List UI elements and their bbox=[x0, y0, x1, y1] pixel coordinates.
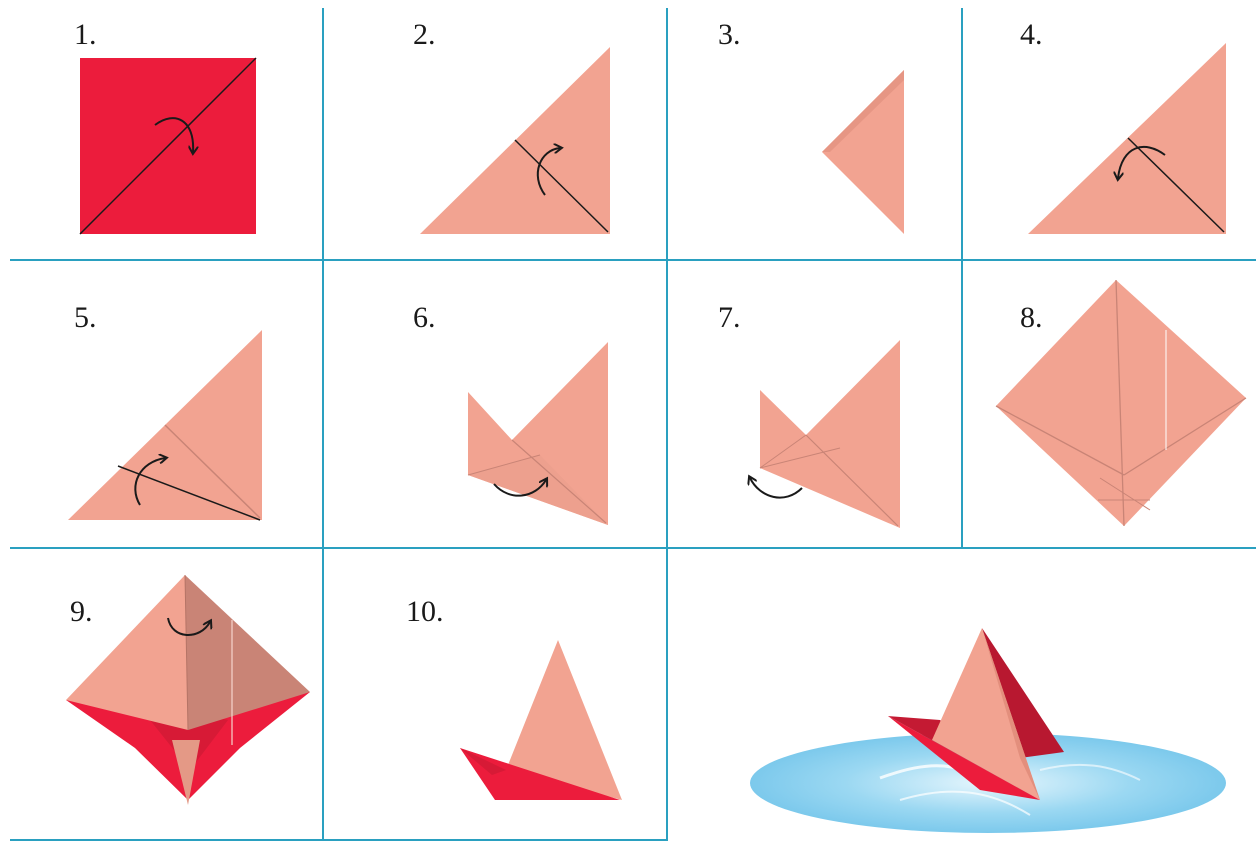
step-3-label: 3. bbox=[718, 18, 741, 51]
fold-arrow-icon bbox=[750, 478, 803, 499]
step-10-diagram bbox=[460, 640, 622, 800]
step-5-label: 5. bbox=[74, 301, 97, 334]
step-8-label: 8. bbox=[1020, 301, 1043, 334]
step-1-label: 1. bbox=[74, 18, 97, 51]
step-7-diagram bbox=[750, 340, 900, 528]
final-boat-illustration bbox=[750, 628, 1226, 833]
step-9-diagram bbox=[66, 574, 310, 805]
fold-arrow-icon bbox=[154, 117, 193, 152]
fold-arrow-icon bbox=[536, 148, 560, 196]
step-9-label: 9. bbox=[70, 595, 93, 628]
step-8-diagram bbox=[995, 279, 1247, 527]
fold-arrow-icon bbox=[134, 458, 165, 506]
step-2-label: 2. bbox=[413, 18, 436, 51]
fold-arrow-icon bbox=[1118, 146, 1166, 178]
fold-arrow-icon bbox=[167, 617, 210, 636]
fold-arrow-icon bbox=[493, 480, 546, 497]
step-6-diagram bbox=[467, 342, 608, 525]
step-4-label: 4. bbox=[1020, 18, 1043, 51]
step-10-label: 10. bbox=[406, 595, 444, 628]
step-2-diagram bbox=[420, 47, 610, 234]
step-6-label: 6. bbox=[413, 301, 436, 334]
grid-lines bbox=[10, 8, 1256, 841]
step-7-label: 7. bbox=[718, 301, 741, 334]
step-5-diagram bbox=[68, 330, 262, 521]
step-4-diagram bbox=[1028, 43, 1226, 234]
step-1-diagram bbox=[79, 57, 257, 235]
step-3-diagram bbox=[822, 70, 904, 234]
